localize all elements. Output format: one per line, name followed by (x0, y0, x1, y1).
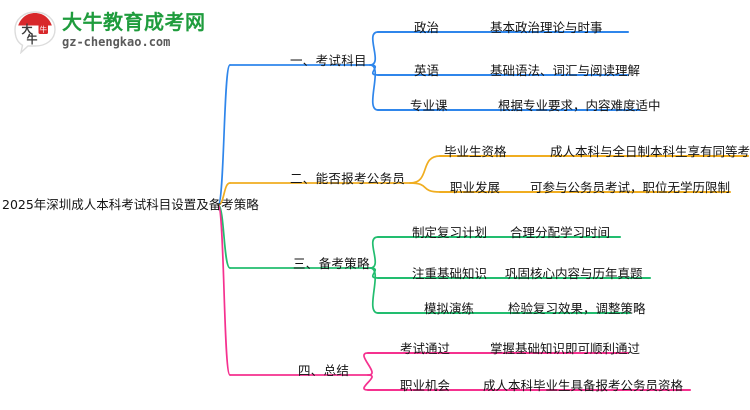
mindmap-node-l2-2-2[interactable]: 职业发展 (450, 180, 501, 195)
mindmap-node-l2-3-1[interactable]: 制定复习计划 (412, 225, 488, 240)
logo-brand-cn: 大牛教育成考网 (62, 10, 206, 34)
mindmap-node-l3-4-2[interactable]: 成人本科毕业生具备报考公务员资格 (483, 378, 684, 393)
mindmap-node-l2-3-3[interactable]: 模拟演练 (424, 301, 475, 316)
mindmap-node-l1-3[interactable]: 三、备考策略 (293, 256, 370, 271)
mindmap-node-l2-1-2[interactable]: 英语 (414, 63, 440, 78)
mindmap-node-l3-3-3[interactable]: 检验复习效果，调整策略 (508, 301, 646, 316)
logo-brand-url: gz-chengkao.com (62, 35, 171, 49)
mindmap-node-l3-1-2[interactable]: 基础语法、词汇与阅读理解 (490, 63, 641, 78)
mindmap-node-l3-4-1[interactable]: 掌握基础知识即可顺利通过 (490, 341, 641, 356)
mindmap-node-l2-3-2[interactable]: 注重基础知识 (412, 266, 488, 281)
mindmap-node-l1-1[interactable]: 一、考试科目 (290, 53, 367, 68)
mindmap-node-l3-2-1[interactable]: 成人本科与全日制本科生享有同等考研机会 (550, 144, 750, 159)
mindmap-node-l2-1-3[interactable]: 专业课 (410, 98, 448, 113)
mindmap-node-l2-4-1[interactable]: 考试通过 (400, 341, 451, 356)
mindmap-node-l3-1-3[interactable]: 根据专业要求，内容难度适中 (498, 98, 661, 113)
mindmap-root-node[interactable]: 2025年深圳成人本科考试科目设置及备考策略 (2, 196, 259, 212)
mindmap-node-l2-4-2[interactable]: 职业机会 (400, 378, 451, 393)
site-logo[interactable]: 牛 大 牛 大牛教育成考网 gz-chengkao.com (12, 8, 206, 56)
mindmap-node-l1-2[interactable]: 二、能否报考公务员 (290, 171, 406, 186)
mindmap-node-l2-2-1[interactable]: 毕业生资格 (444, 144, 507, 159)
logo-wordmark: 大牛教育成考网 gz-chengkao.com (62, 10, 206, 50)
mindmap-node-l1-4[interactable]: 四、总结 (298, 363, 350, 378)
mindmap-node-l3-3-2[interactable]: 巩固核心内容与历年真题 (505, 266, 643, 281)
mindmap-node-l3-2-2[interactable]: 可参与公务员考试，职位无学历限制 (530, 180, 731, 195)
mindmap-node-l3-1-1[interactable]: 基本政治理论与时事 (490, 20, 603, 35)
mindmap-node-l3-3-1[interactable]: 合理分配学习时间 (510, 225, 611, 240)
svg-text:牛: 牛 (27, 32, 38, 46)
svg-text:牛: 牛 (39, 24, 47, 34)
mindmap-node-l2-1-1[interactable]: 政治 (414, 20, 440, 35)
logo-mark-icon: 牛 大 牛 (12, 10, 58, 55)
svg-text:大: 大 (22, 22, 33, 36)
